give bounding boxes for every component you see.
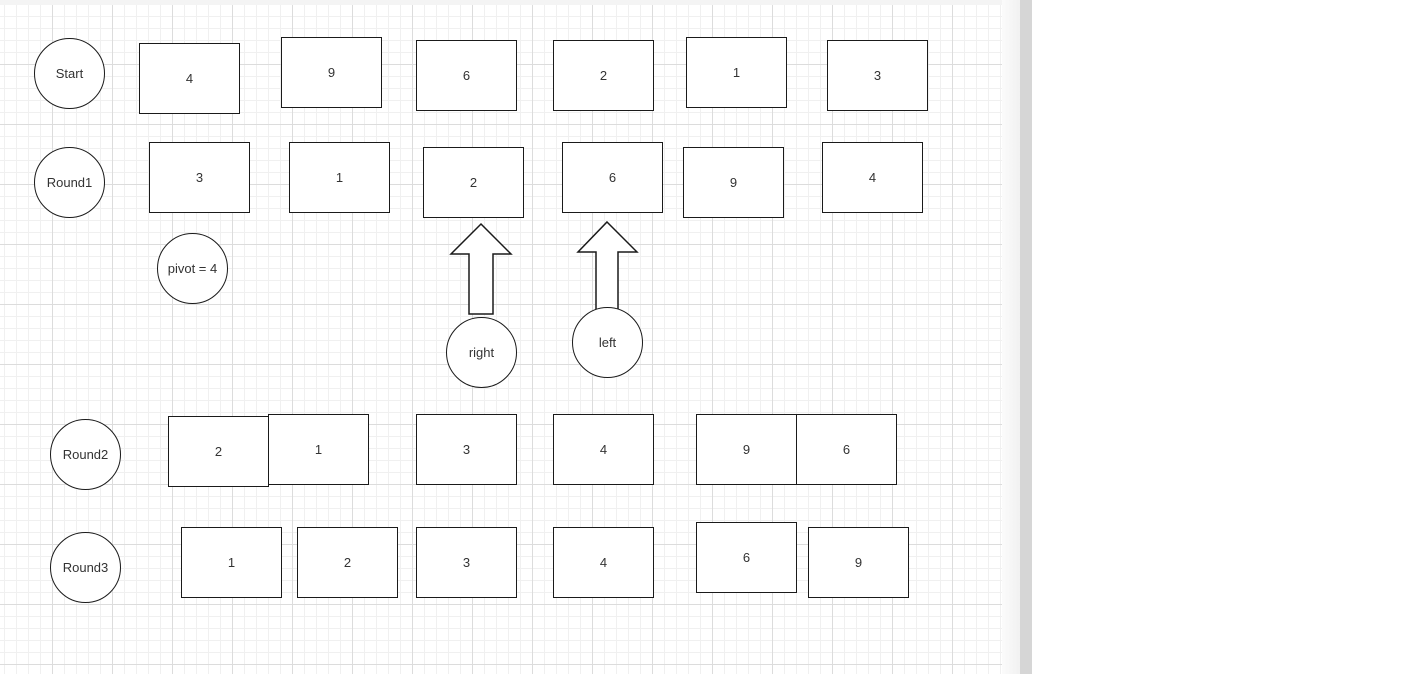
left-pointer-label[interactable]: left (572, 307, 643, 378)
round2-cell-5[interactable]: 9 (696, 414, 797, 485)
row-label-round3[interactable]: Round3 (50, 532, 121, 603)
vertical-scrollbar[interactable] (1020, 0, 1032, 674)
pivot-label[interactable]: pivot = 4 (157, 233, 228, 304)
start-cell-4[interactable]: 2 (553, 40, 654, 111)
start-cell-6[interactable]: 3 (827, 40, 928, 111)
round2-cell-6[interactable]: 6 (796, 414, 897, 485)
round3-cell-6[interactable]: 9 (808, 527, 909, 598)
start-cell-5[interactable]: 1 (686, 37, 787, 108)
round1-cell-1[interactable]: 3 (149, 142, 250, 213)
round3-cell-2[interactable]: 2 (297, 527, 398, 598)
left-pointer-arrow-icon[interactable] (576, 220, 639, 313)
side-panel (1032, 0, 1405, 674)
round1-cell-6[interactable]: 4 (822, 142, 923, 213)
round2-cell-3[interactable]: 3 (416, 414, 517, 485)
round1-cell-4[interactable]: 6 (562, 142, 663, 213)
page-edge-shadow (1002, 0, 1020, 674)
start-cell-2[interactable]: 9 (281, 37, 382, 108)
round3-cell-3[interactable]: 3 (416, 527, 517, 598)
round3-cell-1[interactable]: 1 (181, 527, 282, 598)
row-label-round1[interactable]: Round1 (34, 147, 105, 218)
round1-cell-3[interactable]: 2 (423, 147, 524, 218)
right-pointer-arrow-icon[interactable] (449, 222, 513, 315)
round1-cell-2[interactable]: 1 (289, 142, 390, 213)
round1-cell-5[interactable]: 9 (683, 147, 784, 218)
round3-cell-5[interactable]: 6 (696, 522, 797, 593)
diagram-canvas[interactable]: Start 4 9 6 2 1 3 Round1 3 1 2 6 9 4 piv… (0, 0, 1002, 674)
start-cell-1[interactable]: 4 (139, 43, 240, 114)
row-label-round2[interactable]: Round2 (50, 419, 121, 490)
round2-cell-4[interactable]: 4 (553, 414, 654, 485)
right-pointer-label[interactable]: right (446, 317, 517, 388)
round3-cell-4[interactable]: 4 (553, 527, 654, 598)
row-label-start[interactable]: Start (34, 38, 105, 109)
round2-cell-2[interactable]: 1 (268, 414, 369, 485)
canvas-top-strip (0, 0, 1002, 5)
start-cell-3[interactable]: 6 (416, 40, 517, 111)
round2-cell-1[interactable]: 2 (168, 416, 269, 487)
